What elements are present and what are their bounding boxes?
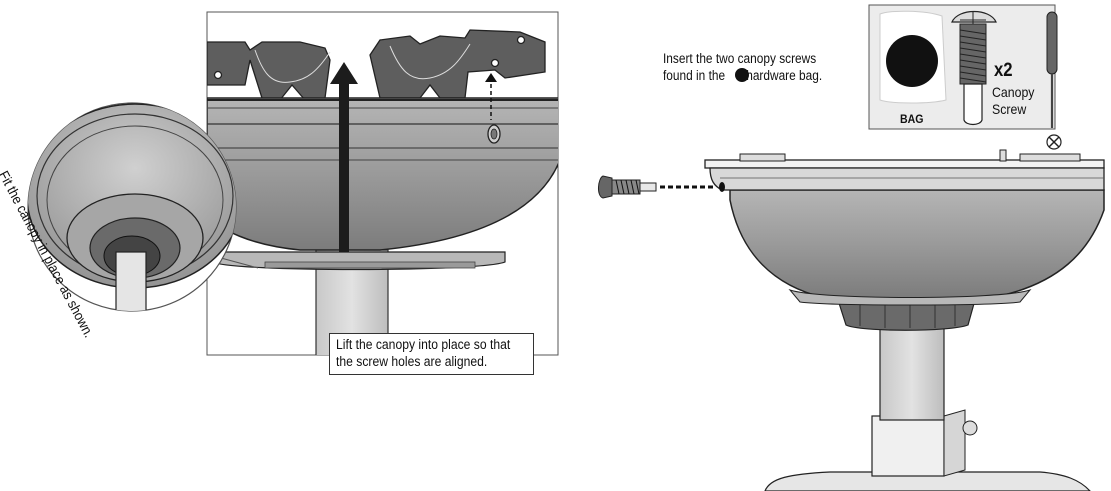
downrod-right bbox=[879, 325, 945, 421]
canopy-screw-inserting bbox=[598, 175, 716, 199]
insert-line-2: found in the hardware bag. bbox=[663, 67, 822, 84]
lift-line-1: Lift the canopy into place so that bbox=[336, 337, 511, 352]
insert-screws-text: Insert the two canopy screws found in th… bbox=[663, 50, 822, 84]
phillips-screwdriver-icon bbox=[1046, 11, 1062, 150]
insert-line-2-post: hardware bag. bbox=[746, 68, 823, 83]
insert-line-2-pre: found in the bbox=[663, 68, 726, 83]
bag-marker-dot bbox=[886, 35, 938, 87]
canopy bbox=[207, 97, 558, 271]
quantity-label: x2 bbox=[994, 60, 1013, 81]
inline-bag-dot bbox=[735, 68, 749, 82]
mounting-bracket bbox=[207, 29, 546, 101]
hardware-panel bbox=[868, 4, 1062, 150]
fan-motor-assembly bbox=[704, 149, 1105, 491]
part-name-line-2: Screw bbox=[992, 101, 1027, 117]
zoom-detail-circle bbox=[27, 102, 259, 312]
lift-canopy-panel bbox=[206, 11, 559, 356]
part-name-line-1: Canopy bbox=[992, 84, 1035, 100]
insert-line-1: Insert the two canopy screws bbox=[663, 51, 817, 66]
bag-label: BAG bbox=[900, 112, 924, 126]
screw-hole bbox=[719, 182, 725, 192]
part-name: Canopy Screw bbox=[992, 84, 1034, 118]
lift-canopy-callout: Lift the canopy into place so that the s… bbox=[329, 333, 534, 375]
lift-arrow bbox=[330, 62, 358, 252]
alignment-arrow bbox=[485, 73, 497, 120]
lift-line-2: the screw holes are aligned. bbox=[336, 354, 488, 369]
